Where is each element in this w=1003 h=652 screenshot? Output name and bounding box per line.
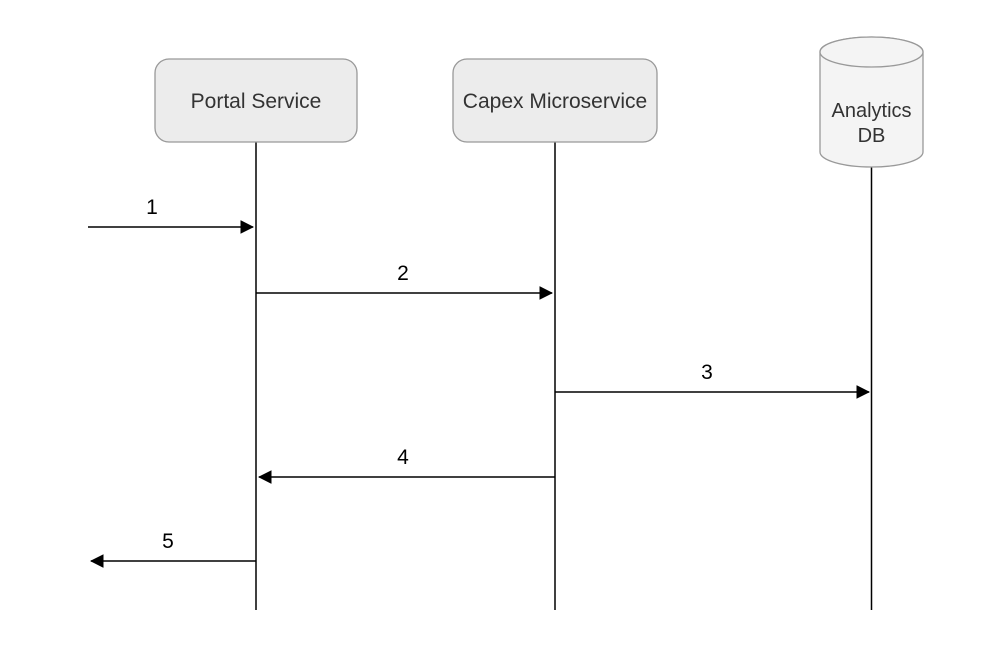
message-2: 2 [256, 262, 552, 293]
message-5-label: 5 [162, 530, 174, 553]
database-cylinder-top [819, 36, 924, 68]
capex-microservice-node: Capex Microservice [452, 58, 658, 143]
analytics-db-label-line2: DB [858, 125, 886, 147]
portal-service-box [154, 58, 358, 143]
message-4: 4 [259, 446, 555, 477]
message-3-label: 3 [701, 361, 713, 384]
message-5: 5 [91, 530, 256, 561]
portal-service-label: Portal Service [191, 90, 322, 113]
analytics-db-label-line1: Analytics [831, 100, 911, 122]
message-1-label: 1 [146, 196, 158, 219]
message-2-label: 2 [397, 262, 409, 285]
portal-service-node: Portal Service [154, 58, 358, 143]
capex-microservice-label: Capex Microservice [463, 90, 647, 113]
message-3: 3 [555, 361, 869, 392]
analytics-db-node: Analytics DB [819, 36, 924, 168]
message-1: 1 [88, 196, 253, 227]
capex-microservice-box [452, 58, 658, 143]
message-4-label: 4 [397, 446, 409, 469]
